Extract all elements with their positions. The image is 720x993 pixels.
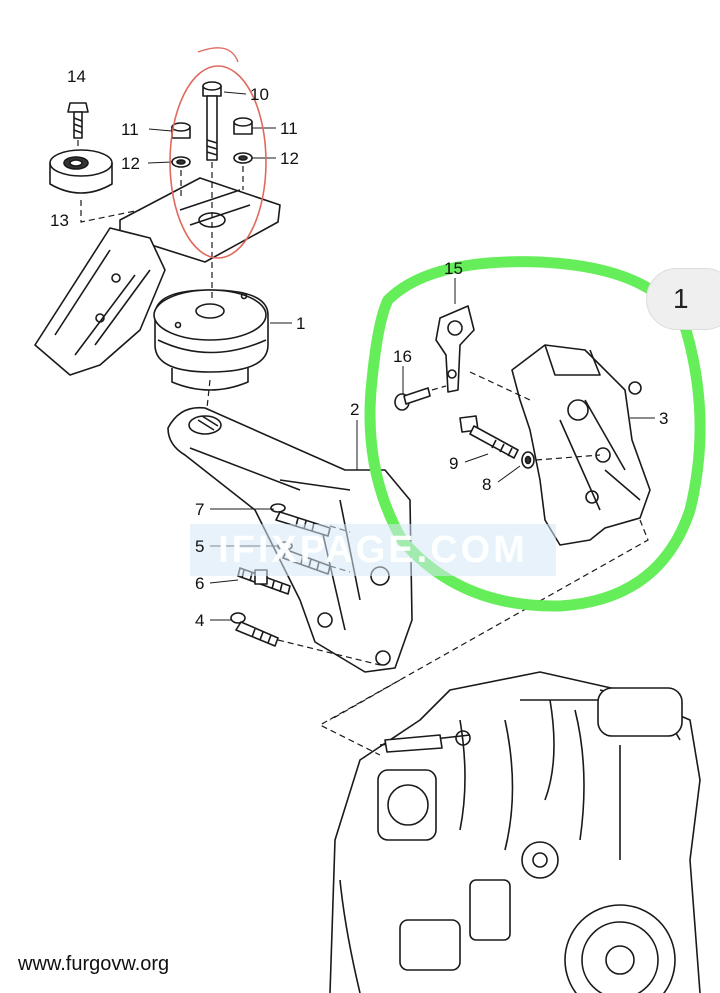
red-highlight-circle — [169, 65, 267, 259]
body-bracket — [34, 227, 166, 376]
callout-10: 10 — [250, 85, 269, 104]
engine-block — [329, 671, 701, 993]
page-number-badge[interactable]: 1 — [646, 268, 720, 330]
callout-13: 13 — [50, 211, 69, 230]
page-number-label: 1 — [673, 283, 689, 314]
bolt-10 — [202, 81, 222, 161]
bolt-11-right — [233, 117, 253, 135]
source-credit: www.furgovw.org — [18, 953, 170, 975]
callout-6: 6 — [195, 574, 205, 593]
callout-12-left: 12 — [121, 154, 140, 173]
bracket-15 — [435, 305, 475, 393]
callout-11-right: 11 — [280, 119, 298, 138]
callout-7: 7 — [195, 500, 205, 519]
engine-mount-1 — [153, 289, 269, 391]
bolt-9 — [459, 415, 519, 459]
watermark: IFIXPAGE.COM — [190, 524, 556, 576]
callout-11-left: 11 — [121, 120, 139, 139]
callout-5: 5 — [195, 537, 205, 556]
callout-12-right: 12 — [280, 149, 299, 168]
green-highlight-circle — [364, 256, 706, 612]
bolt-16 — [394, 387, 431, 411]
engine-bracket-3 — [511, 344, 651, 546]
callout-15: 15 — [444, 259, 463, 278]
callout-9: 9 — [449, 454, 459, 473]
callout-14: 14 — [67, 67, 86, 86]
bushing-13 — [49, 149, 113, 194]
callout-4: 4 — [195, 611, 205, 630]
callout-3: 3 — [659, 409, 669, 428]
bolt-4 — [230, 612, 279, 647]
callout-2: 2 — [350, 400, 360, 419]
washer-8 — [521, 451, 535, 469]
callout-1: 1 — [296, 314, 306, 333]
bolt-11-left — [171, 122, 191, 139]
callout-16: 16 — [393, 347, 412, 366]
callout-8: 8 — [482, 475, 492, 494]
bolt-14 — [67, 102, 89, 139]
